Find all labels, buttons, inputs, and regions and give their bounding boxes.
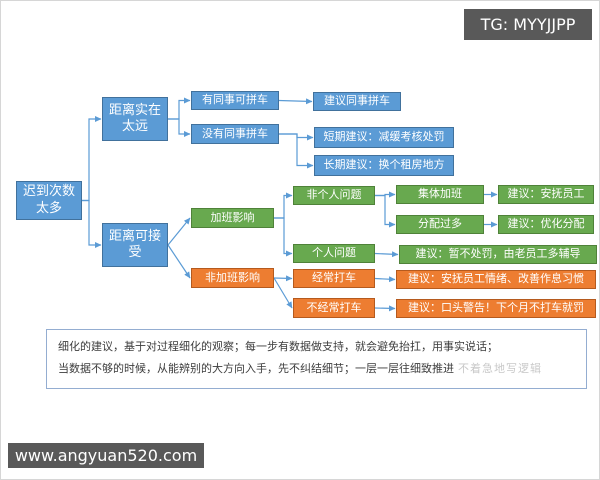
node-short-term: 短期建议：减缓考核处罚 bbox=[314, 127, 454, 148]
node-not-overtime: 非加班影响 bbox=[191, 268, 274, 288]
note-box: 细化的建议，基于对过程细化的观察；每一步有数据做支持，就会避免抬扛，用事实说话；… bbox=[46, 329, 587, 389]
node-sugg-mentor: 建议：暂不处罚，由老员工多辅导 bbox=[399, 245, 597, 264]
edge-root-to-too-far bbox=[82, 116, 102, 202]
edge-not-personal-to-group-overtime bbox=[375, 191, 396, 198]
node-taxi-rare: 不经常打车 bbox=[293, 298, 375, 318]
node-acceptable: 距离可接受 bbox=[102, 223, 168, 267]
edge-root-to-acceptable bbox=[82, 199, 102, 248]
node-root: 迟到次数太多 bbox=[16, 181, 82, 220]
site-watermark-badge: www.angyuan520.com bbox=[8, 443, 204, 468]
edge-carpool-no-to-long-term bbox=[279, 133, 314, 169]
node-too-far: 距离实在太远 bbox=[102, 97, 168, 141]
edge-too-far-to-carpool-no bbox=[168, 118, 191, 137]
note-line-1: 细化的建议，基于对过程细化的观察；每一步有数据做支持，就会避免抬扛，用事实说话； bbox=[58, 336, 580, 358]
node-carpool-yes: 有同事可拼车 bbox=[191, 91, 279, 110]
edge-taxi-rare-to-sugg-warning bbox=[374, 305, 396, 312]
note-text-1: 细化的建议，基于对过程细化的观察；每一步有数据做支持，就会避免抬扛，用事实说话； bbox=[58, 340, 498, 353]
edge-taxi-often-to-sugg-emotion bbox=[374, 276, 396, 283]
node-carpool-no: 没有同事拼车 bbox=[191, 124, 279, 144]
node-taxi-often: 经常打车 bbox=[293, 269, 375, 288]
node-personal: 个人问题 bbox=[293, 244, 375, 263]
node-suggest-carpool: 建议同事拼车 bbox=[313, 92, 401, 111]
node-overtime: 加班影响 bbox=[191, 208, 274, 228]
node-sugg-soothe: 建议：安抚员工 bbox=[498, 185, 594, 204]
node-sugg-emotion: 建议：安抚员工情绪、改善作息习惯 bbox=[396, 270, 596, 289]
edge-too-far-to-carpool-yes bbox=[168, 97, 191, 120]
node-sugg-warning: 建议：口头警告！下个月不打车就罚 bbox=[396, 299, 596, 318]
note-watermark: 不着急地写逻辑 bbox=[458, 362, 542, 375]
edge-overtime-to-personal bbox=[274, 217, 293, 257]
edge-acceptable-to-not-overtime bbox=[167, 244, 191, 279]
node-over-alloc: 分配过多 bbox=[396, 215, 484, 234]
node-long-term: 长期建议：换个租房地方 bbox=[314, 155, 454, 176]
node-sugg-optimize: 建议：优化分配 bbox=[498, 215, 594, 234]
tg-watermark-badge: TG: MYYJJPP bbox=[464, 9, 592, 40]
note-line-2: 当数据不够的时候，从能辨别的大方向入手，先不纠结细节；一层一层往细致推进不着急地… bbox=[58, 358, 580, 380]
edge-not-personal-to-over-alloc bbox=[375, 194, 396, 228]
edge-not-overtime-to-taxi-rare bbox=[273, 277, 293, 309]
edge-acceptable-to-overtime bbox=[167, 217, 191, 246]
edge-personal-to-sugg-mentor bbox=[374, 251, 399, 258]
edge-not-overtime-to-taxi-often bbox=[273, 275, 293, 282]
note-text-2: 当数据不够的时候，从能辨别的大方向入手，先不纠结细节；一层一层往细致推进 bbox=[58, 362, 454, 375]
node-group-overtime: 集体加班 bbox=[396, 185, 484, 204]
edge-carpool-yes-to-suggest-carpool bbox=[278, 98, 313, 105]
node-not-personal: 非个人问题 bbox=[293, 186, 375, 205]
edge-overtime-to-not-personal bbox=[274, 192, 293, 219]
edge-carpool-no-to-short-term bbox=[279, 133, 314, 141]
